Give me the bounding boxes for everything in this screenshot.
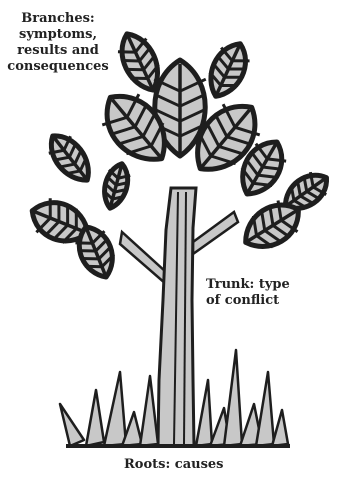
trunk-label-line: Trunk: type: [206, 277, 290, 293]
tree-trunk: [120, 188, 238, 446]
grass-blade: [224, 350, 242, 446]
branches-label-line: results and: [6, 43, 110, 59]
left-branch: [120, 232, 166, 284]
grass-blade: [140, 376, 158, 446]
roots-label: Roots: causes: [124, 457, 224, 473]
leaf: [42, 127, 98, 188]
trunk-label-line: of conflict: [206, 293, 290, 309]
ground-line: [66, 444, 290, 448]
grass-blade: [256, 372, 274, 446]
grass-blade: [104, 372, 126, 446]
leaf: [202, 37, 255, 103]
branches-label: Branches: symptoms, results and conseque…: [6, 11, 110, 75]
branches-label-line: Branches:: [6, 11, 110, 27]
right-branch: [193, 212, 238, 254]
grass-blade: [60, 404, 84, 446]
trunk-label: Trunk: type of conflict: [206, 277, 290, 309]
grass-blade: [86, 390, 104, 446]
leaf: [99, 161, 132, 211]
grass-blade: [272, 410, 288, 446]
branches-label-line: consequences: [6, 59, 110, 75]
branches-label-line: symptoms,: [6, 27, 110, 43]
grass-blade: [196, 380, 212, 446]
